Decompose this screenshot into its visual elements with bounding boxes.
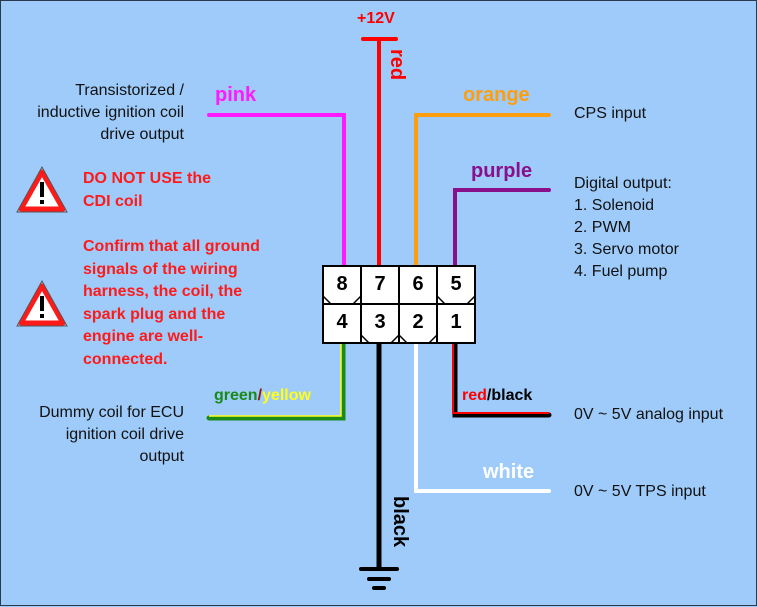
label-part-black: /black (486, 387, 533, 404)
wire-label-green-yellow: green/yellow (214, 387, 311, 405)
desc-line: output (139, 448, 184, 465)
label-part-yellow: yellow (262, 387, 311, 404)
warning-line: DO NOT USE the (83, 170, 212, 187)
warning-cdi: DO NOT USE the CDI coil (83, 168, 211, 213)
pin-6: 6 (412, 272, 424, 295)
pin-7: 7 (374, 272, 386, 295)
desc-line: Transistorized / (75, 82, 184, 99)
desc-orange: CPS input (574, 103, 646, 125)
desc-pink: Transistorized / inductive ignition coil… (37, 80, 184, 146)
desc-line: 1. Solenoid (574, 197, 655, 214)
warning-line: connected. (83, 350, 168, 368)
warning-ground: Confirm that all ground signals of the w… (83, 236, 260, 371)
warning-line: harness, the coil, the (83, 283, 243, 300)
desc-line: Dummy coil for ECU (39, 404, 184, 421)
pin-1: 1 (450, 310, 462, 333)
desc-line: 0V ~ 5V analog input (574, 406, 724, 423)
wire-label-pink: pink (215, 84, 257, 106)
desc-white: 0V ~ 5V TPS input (574, 481, 706, 503)
warning-line: engine are well- (83, 328, 204, 345)
desc-green-yellow: Dummy coil for ECU ignition coil drive o… (39, 402, 184, 468)
desc-line: 3. Servo motor (574, 241, 679, 258)
desc-line: inductive ignition coil (37, 104, 184, 121)
wire-label-orange: orange (463, 84, 530, 106)
wire-red-black-outer (452, 340, 552, 418)
wire-purple (453, 188, 551, 268)
ground-symbol-icon (359, 567, 399, 590)
desc-line: 0V ~ 5V TPS input (574, 483, 706, 500)
label-part-green: green (214, 387, 258, 404)
desc-line: Digital output: (574, 175, 672, 192)
wire-orange (414, 113, 551, 268)
desc-line: ignition coil drive (65, 426, 184, 443)
warning-triangle-icon (16, 165, 68, 213)
warning-line: spark plug and the (83, 305, 226, 323)
warning-line: signals of the wiring (83, 260, 238, 278)
wire-label-white: white (483, 461, 535, 483)
label-part-red: red (462, 387, 487, 404)
wire-red-black-inner (452, 343, 549, 414)
wire-pink (207, 113, 346, 268)
desc-line: CPS input (574, 105, 647, 122)
pin-4: 4 (336, 310, 348, 333)
wire-green-yellow-inner (209, 343, 342, 417)
pin-3: 3 (374, 310, 386, 333)
pin-2: 2 (412, 310, 424, 333)
warning-line: CDI coil (83, 192, 143, 210)
supply-label: +12V (357, 10, 395, 27)
desc-red-black: 0V ~ 5V analog input (574, 404, 723, 426)
wire-label-purple: purple (471, 160, 533, 182)
wire-white (414, 341, 551, 493)
connector (322, 265, 476, 344)
desc-line: 4. Fuel pump (574, 263, 668, 280)
desc-line: 2. PWM (574, 219, 631, 236)
wire-label-red-black: red/black (462, 387, 532, 405)
wire-label-red: red (386, 49, 408, 81)
wire-label-black: black (389, 496, 411, 548)
label-part-slash: / (257, 387, 263, 404)
desc-purple: Digital output: 1. Solenoid 2. PWM 3. Se… (574, 173, 679, 283)
wire-green-yellow-outer (206, 340, 346, 421)
desc-line: drive output (100, 126, 184, 143)
warning-triangle-icon (16, 279, 68, 327)
warning-line: Confirm that all ground (83, 238, 260, 255)
pin-5: 5 (450, 272, 462, 295)
pin-8: 8 (336, 272, 348, 295)
